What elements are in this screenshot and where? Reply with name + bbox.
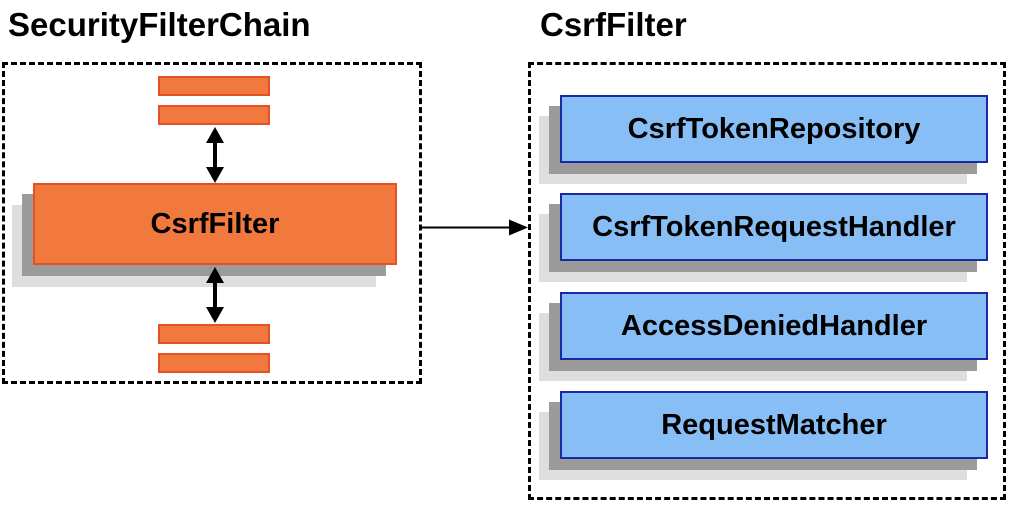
flow-arrow-icon [422, 219, 528, 236]
csrf-filter-box-label: CsrfFilter [150, 207, 280, 240]
component-box-access-denied-handler: AccessDeniedHandler [560, 292, 988, 360]
bidirectional-arrow-icon [206, 267, 224, 323]
security-filter-chain-title: SecurityFilterChain [8, 6, 311, 43]
component-label: RequestMatcher [661, 408, 887, 441]
other-filter-bar [158, 76, 270, 96]
component-box-csrf-token-repository: CsrfTokenRepository [560, 95, 988, 163]
other-filter-bar [158, 324, 270, 344]
component-box-request-matcher: RequestMatcher [560, 391, 988, 459]
bidirectional-arrow-icon [206, 127, 224, 183]
component-label: CsrfTokenRepository [627, 112, 921, 145]
csrf-filter-title: CsrfFilter [540, 6, 687, 43]
component-label: CsrfTokenRequestHandler [592, 210, 956, 243]
csrf-filter-frame [528, 62, 1006, 500]
component-box-csrf-token-request-handler: CsrfTokenRequestHandler [560, 193, 988, 261]
other-filter-bar [158, 353, 270, 373]
security-filter-chain-frame [2, 62, 422, 384]
other-filter-bar [158, 105, 270, 125]
csrf-filter-box: CsrfFilter [33, 183, 397, 265]
component-label: AccessDeniedHandler [620, 309, 928, 342]
